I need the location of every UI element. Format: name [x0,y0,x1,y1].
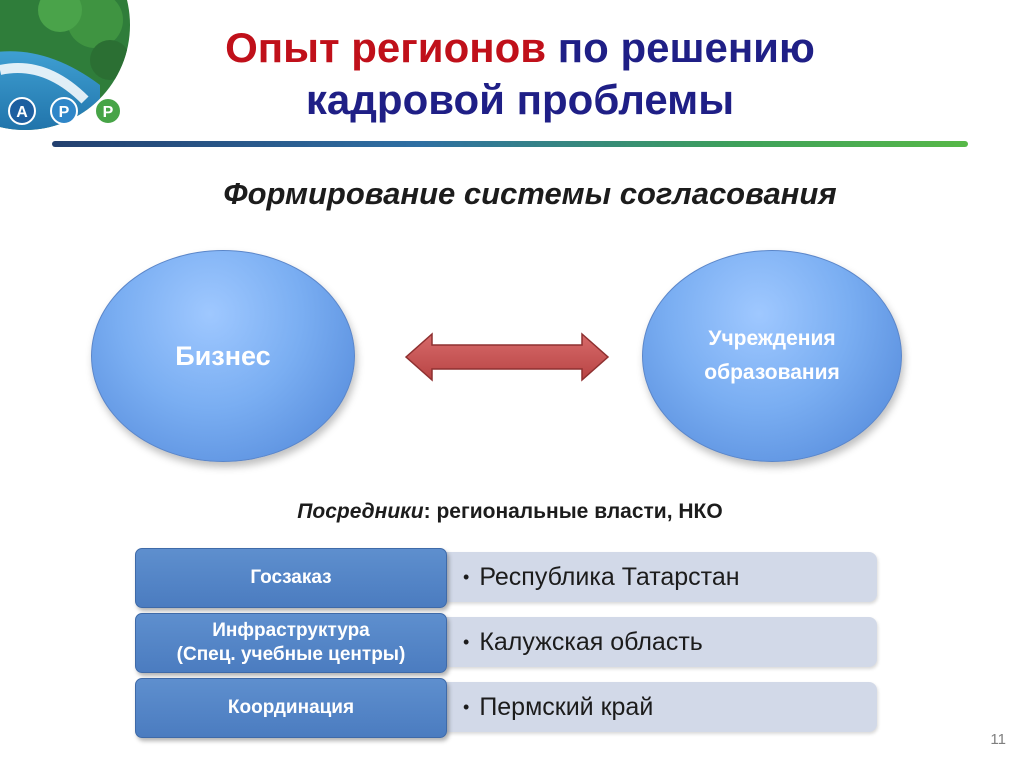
node-business: Бизнес [91,250,355,462]
row-item-box [435,617,877,667]
logo-letter-r2: Р [103,104,114,121]
title-divider [52,141,968,147]
intermediaries-label: Посредники [297,500,424,523]
logo-letter-r1: Р [59,104,70,121]
bullet-icon: • [463,696,470,717]
row-item-text: Калужская область [479,627,703,656]
row-label: Инфраструктура (Спец. учебные центры) [177,619,406,667]
row-item-box [435,552,877,602]
row-label-line1: Инфраструктура [212,620,370,641]
row-label-box: Координация [135,678,447,738]
row-item: • Пермский край [463,682,653,732]
bullet-icon: • [463,631,470,652]
intermediaries-text: : региональные власти, НКО [423,500,723,523]
section-subtitle: Формирование системы согласования [223,176,837,211]
globe-logo-icon: А Р Р [0,0,135,135]
node-education-line2: образования [704,361,840,384]
row-label: Госзаказ [250,567,332,588]
row-item-text: Республика Татарстан [479,562,740,591]
table-row: Инфраструктура (Спец. учебные центры) • … [135,613,880,673]
row-item-box [435,682,877,732]
row-item-text: Пермский край [479,692,654,721]
row-item: • Калужская область [463,617,703,667]
bullet-icon: • [463,566,470,587]
page-title: Опыт регионов по решению кадровой пробле… [160,22,880,126]
node-education-line1: Учреждения [708,327,836,350]
title-line2: кадровой проблемы [305,76,735,123]
title-part2: по решению [546,24,815,71]
row-label-line2: (Спец. учебные центры) [176,644,406,665]
table-row: Госзаказ • Республика Татарстан [135,548,880,608]
intermediaries-line: Посредники: региональные власти, НКО [150,500,870,524]
page-number: 11 [990,731,1006,748]
node-education: Учреждения образования [642,250,902,462]
table-row: Координация • Пермский край [135,678,880,738]
node-business-label: Бизнес [175,340,271,371]
row-label-box: Инфраструктура (Спец. учебные центры) [135,613,447,673]
node-education-label: Учреждения образования [704,322,839,390]
row-item: • Республика Татарстан [463,552,740,602]
logo-letter-a: А [16,104,28,121]
double-arrow-icon [404,332,610,382]
row-label-box: Госзаказ [135,548,447,608]
title-accent: Опыт регионов [225,24,547,71]
row-label: Координация [227,697,355,718]
